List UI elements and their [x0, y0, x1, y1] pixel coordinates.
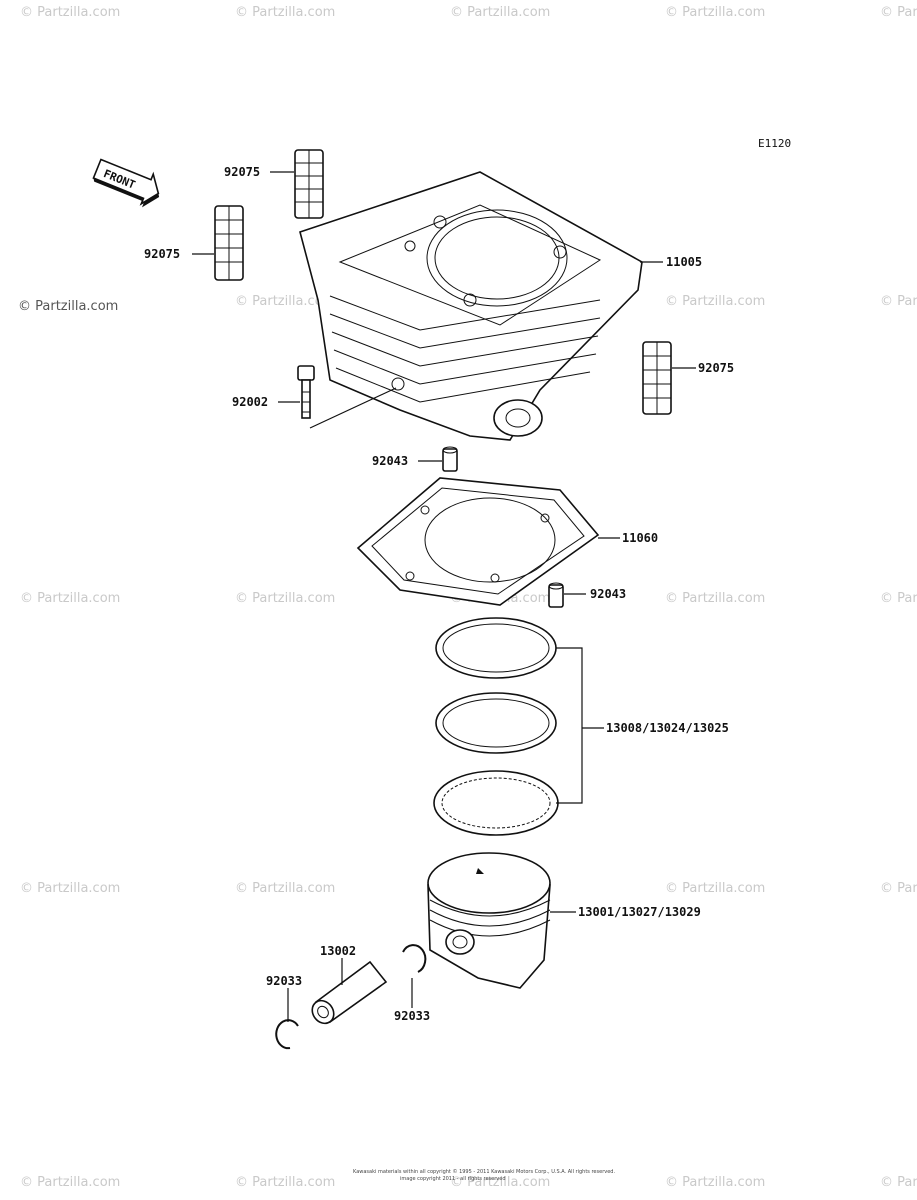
- watermark: © Partzilla.com: [235, 294, 335, 309]
- part-label-13001: 13001/13027/13029: [578, 905, 701, 919]
- damper-92075-top: [294, 149, 324, 219]
- watermark: © Partzilla.com: [235, 591, 335, 606]
- part-label-92075: 92075: [144, 247, 180, 261]
- bolt-92002: [297, 365, 315, 419]
- part-label-92043: 92043: [590, 587, 626, 601]
- part-label-92033: 92033: [394, 1009, 430, 1023]
- front-arrow-icon: FRONT: [92, 158, 160, 208]
- circlip-92033-left: [275, 1019, 299, 1050]
- damper-92075-right: [642, 341, 672, 415]
- watermark: © Partzilla.com: [235, 881, 335, 896]
- watermark: © Partzilla.com: [20, 591, 120, 606]
- piston-13001: [427, 852, 551, 989]
- watermark: © Partzilla.com: [20, 5, 120, 20]
- dowel-pin-92043-top: [442, 446, 458, 472]
- gasket-11060: [356, 477, 600, 606]
- part-label-11005: 11005: [666, 255, 702, 269]
- part-label-92075: 92075: [698, 361, 734, 375]
- watermark: © Partzilla.com: [450, 1175, 550, 1190]
- watermark: © Partzilla.com: [20, 1175, 120, 1190]
- copyright-line: image copyright 2011 - all rights reserv…: [400, 1176, 506, 1182]
- part-label-92075: 92075: [224, 165, 260, 179]
- part-label-92033: 92033: [266, 974, 302, 988]
- part-label-13008: 13008/13024/13025: [606, 721, 729, 735]
- watermark: © Partzilla.com: [880, 294, 917, 309]
- bolt-guide-line: [309, 387, 397, 429]
- watermark: © Partzilla.com: [665, 294, 765, 309]
- watermark: © Partzilla.com: [880, 591, 917, 606]
- watermark: © Partzilla.com: [665, 881, 765, 896]
- watermark: © Partzilla.com: [235, 1175, 335, 1190]
- part-label-11060: 11060: [622, 531, 658, 545]
- part-label-92043: 92043: [372, 454, 408, 468]
- watermark: © Partzilla.com: [880, 881, 917, 896]
- watermark: © Partzilla.com: [665, 1175, 765, 1190]
- leader-lines: [192, 171, 696, 1022]
- part-label-92002: 92002: [232, 395, 268, 409]
- dowel-pin-92043-bottom: [548, 582, 564, 608]
- watermark: © Partzilla.com: [880, 1175, 917, 1190]
- part-label-13002: 13002: [320, 944, 356, 958]
- watermark: © Partzilla.com: [20, 881, 120, 896]
- watermark: © Partzilla.com: [665, 591, 765, 606]
- diagram-code: E1120: [758, 137, 791, 150]
- damper-92075-left: [214, 205, 244, 281]
- watermark: © Partzilla.com: [235, 5, 335, 20]
- watermark: © Partzilla.com: [450, 5, 550, 20]
- piston-rings-13008: [433, 617, 559, 836]
- cylinder-11005: [299, 171, 643, 441]
- watermark: © Partzilla.com: [18, 299, 118, 314]
- piston-pin-13002: [311, 960, 388, 1025]
- watermark: © Partzilla.com: [880, 5, 917, 20]
- circlip-92033-right: [402, 944, 427, 973]
- copyright-line: Kawasaki materials within all copyright …: [353, 1168, 615, 1175]
- watermark: © Partzilla.com: [665, 5, 765, 20]
- rings-bracket: [556, 647, 583, 804]
